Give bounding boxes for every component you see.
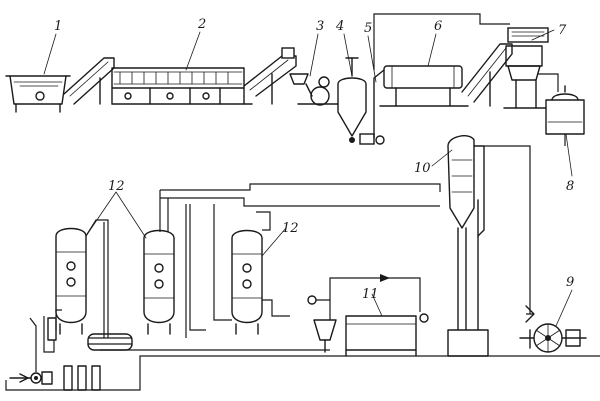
vapour-riser — [159, 190, 169, 232]
condenser — [447, 135, 489, 357]
callouts: 1 2 3 4 5 6 7 8 9 10 11 12 12 — [43, 17, 574, 327]
pipe-top — [373, 13, 510, 70]
label-7: 7 — [558, 23, 567, 38]
crusher — [289, 73, 339, 106]
vacuum-line — [484, 145, 534, 315]
vacuum-pump — [519, 323, 587, 353]
label-4: 4 — [335, 19, 344, 34]
label-11: 11 — [362, 287, 379, 302]
label-12-left: 12 — [108, 179, 125, 194]
collecting-tank — [545, 85, 585, 135]
small-tank — [307, 295, 337, 353]
label-10: 10 — [414, 161, 431, 176]
bottom-header — [5, 337, 600, 391]
horizontal-cylinder — [379, 65, 469, 107]
vapour-main-line — [160, 183, 441, 207]
washing-tank — [5, 75, 71, 113]
label-1: 1 — [54, 19, 62, 34]
flow-arrow — [380, 274, 390, 282]
vacuum-valve — [525, 305, 535, 323]
feed-pump — [9, 309, 101, 391]
press — [503, 27, 549, 109]
pump-5 — [359, 69, 385, 145]
label-2: 2 — [197, 17, 206, 32]
label-9: 9 — [566, 275, 574, 290]
elevator-2 — [243, 47, 297, 105]
label-8: 8 — [566, 179, 574, 194]
evaporator-2 — [143, 229, 175, 335]
pipe-7-8 — [538, 73, 559, 92]
label-5: 5 — [364, 21, 372, 36]
receiver — [87, 333, 133, 351]
conveyor-blancher — [111, 67, 253, 105]
elevator-3 — [461, 43, 513, 107]
elevator-1 — [63, 57, 115, 105]
evaporator-3 — [231, 229, 263, 335]
label-12-right: 12 — [282, 221, 299, 236]
label-6: 6 — [434, 19, 442, 34]
concentrate-tank — [345, 313, 429, 357]
mash-tank — [337, 57, 367, 143]
pipe-loop-11 — [329, 277, 421, 312]
evap-pipes — [85, 204, 290, 338]
evaporator-1 — [55, 227, 87, 335]
label-3: 3 — [316, 19, 324, 34]
